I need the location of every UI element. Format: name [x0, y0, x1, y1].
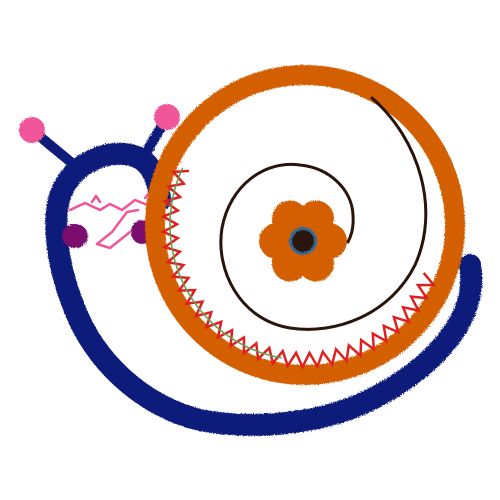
zigzag-stitch [160, 169, 437, 370]
shell-spiral [219, 96, 428, 331]
left-cheek [62, 224, 88, 248]
zigzag-stitch-green [169, 167, 282, 359]
snail-body [45, 142, 483, 436]
left-antenna-tip [19, 117, 45, 143]
snail-shell [145, 65, 465, 385]
right-antenna-tip [154, 104, 180, 130]
flower-icon [259, 200, 347, 282]
